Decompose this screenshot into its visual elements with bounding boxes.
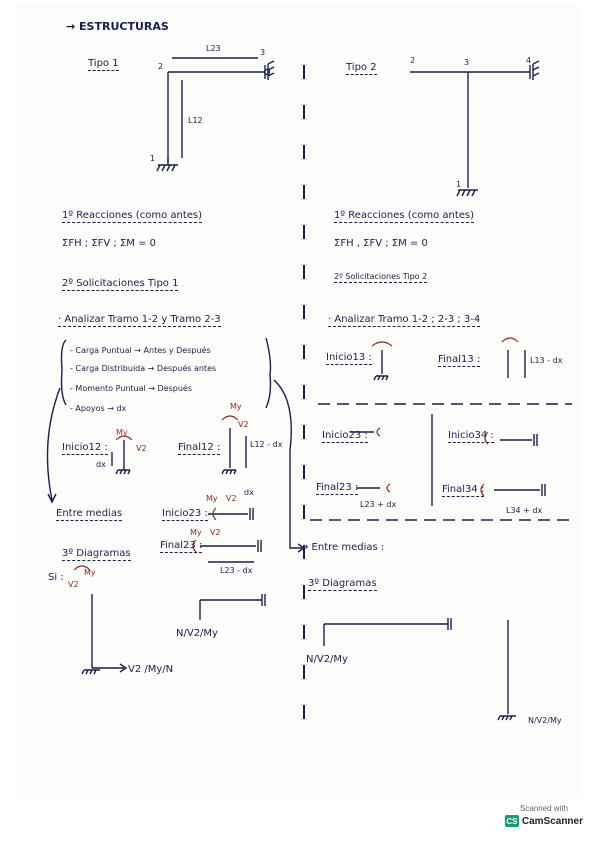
final12-v2: V2 bbox=[238, 420, 249, 429]
left-si-my: My bbox=[84, 568, 96, 577]
inicio23-v2: V2 bbox=[226, 494, 237, 503]
rule-4: - Apoyos → dx bbox=[70, 404, 127, 413]
tipo2-node-3: 3 bbox=[464, 58, 470, 67]
inicio34-label: Inicio34 : bbox=[448, 430, 494, 443]
left-equation: ΣFH ; ΣFV ; ΣM = 0 bbox=[62, 238, 156, 249]
rules-brace bbox=[60, 339, 67, 406]
tipo2-node-1: 1 bbox=[456, 180, 462, 189]
rule-3: - Momento Puntual → Después bbox=[70, 384, 193, 393]
inicio23r-label: Inicio23 : bbox=[322, 430, 368, 443]
final34-l34dx: L34 + dx bbox=[506, 506, 543, 515]
final23-my: My bbox=[190, 528, 202, 537]
final23-v2: V2 bbox=[210, 528, 221, 537]
tipo1-node-1: 1 bbox=[150, 154, 156, 163]
final23r-label: Final23 : bbox=[316, 482, 359, 495]
left-solicitations-heading: 2º Solicitaciones Tipo 1 bbox=[62, 278, 179, 291]
right-diagram-label-a: N/V2/My bbox=[306, 654, 348, 665]
final23r-l23dx: L23 + dx bbox=[360, 500, 397, 509]
final23-label: Final23 : bbox=[160, 540, 203, 553]
inicio23-dx: dx bbox=[244, 488, 254, 497]
inicio23-label: Inicio23 : bbox=[162, 508, 208, 521]
inicio12-my: My bbox=[116, 428, 128, 437]
rules-brace-right bbox=[265, 337, 272, 409]
inicio12-dx: dx bbox=[96, 460, 106, 469]
left-diagrams-heading: 3º Diagramas bbox=[62, 548, 131, 561]
final12-label: Final12 : bbox=[178, 442, 221, 455]
final12-my: My bbox=[230, 402, 242, 411]
page-title: → ESTRUCTURAS bbox=[66, 20, 169, 33]
inicio12-label: Inicio12 : bbox=[62, 442, 108, 455]
rule-2: - Carga Distribuida → Después antes bbox=[70, 364, 217, 373]
inicio23-my: My bbox=[206, 494, 218, 503]
right-reactions-heading: 1º Reacciones (como antes) bbox=[334, 210, 475, 223]
right-diagrams-heading: 3º Diagramas bbox=[308, 578, 377, 591]
tipo2-fixed-base bbox=[456, 189, 478, 197]
tipo1-l23: L23 bbox=[206, 44, 221, 53]
tipo2-node-2: 2 bbox=[410, 56, 416, 65]
left-entre-medias: Entre medias bbox=[56, 508, 123, 521]
scanned-with-text: Scanned with bbox=[519, 804, 569, 813]
rule-1: - Carga Puntual → Antes y Después bbox=[70, 346, 211, 355]
camscanner-brand: CamScanner bbox=[521, 815, 583, 827]
tipo2-node-4: 4 bbox=[526, 56, 532, 65]
left-si-label: Si : bbox=[48, 572, 64, 583]
tipo1-l12: L12 bbox=[188, 116, 203, 125]
inicio12-v2: V2 bbox=[136, 444, 147, 453]
final34-label: Final34 : bbox=[442, 484, 485, 497]
tipo1-node-3: 3 bbox=[260, 48, 266, 57]
right-diagram-label-b: N/V2/My bbox=[528, 716, 562, 725]
right-flow-arrow bbox=[273, 379, 302, 549]
left-si-v2: V2 bbox=[68, 580, 79, 589]
tipo1-fixed-base bbox=[156, 164, 178, 172]
camscanner-badge-icon: CS bbox=[505, 815, 519, 827]
right-entre-medias: → Entre medias : bbox=[300, 542, 385, 553]
camscanner-logo: CS CamScanner bbox=[505, 815, 583, 827]
tipo2-label: Tipo 2 bbox=[346, 62, 377, 75]
right-solicitations-heading: 2º Solicitaciones Tipo 2 bbox=[334, 272, 428, 283]
inicio13-label: Inicio13 : bbox=[326, 352, 372, 365]
final12-l12dx: L12 - dx bbox=[250, 440, 283, 449]
tipo2-right-support bbox=[529, 60, 540, 80]
camscanner-watermark: Scanned with CS CamScanner bbox=[505, 804, 583, 838]
notebook-sheet bbox=[18, 6, 578, 796]
right-equation: ΣFH , ΣFV ; ΣM = 0 bbox=[334, 238, 428, 249]
left-diagram-label-a: N/V2/My bbox=[176, 628, 218, 639]
left-flow-arrow bbox=[46, 387, 61, 501]
final23-l23dx: L23 - dx bbox=[220, 566, 253, 575]
tipo1-node-2: 2 bbox=[158, 62, 164, 71]
tipo1-label: Tipo 1 bbox=[88, 58, 119, 71]
right-analyze-heading: · Analizar Tramo 1-2 ; 2-3 ; 3-4 bbox=[328, 314, 481, 327]
left-analyze-heading: · Analizar Tramo 1-2 y Tramo 2-3 bbox=[58, 314, 221, 327]
left-reactions-heading: 1º Reacciones (como antes) bbox=[62, 210, 203, 223]
final13-l13dx: L13 - dx bbox=[530, 356, 563, 365]
left-diagram-label-b: V2 /My/N bbox=[128, 664, 174, 675]
final13-label: Final13 : bbox=[438, 354, 481, 367]
